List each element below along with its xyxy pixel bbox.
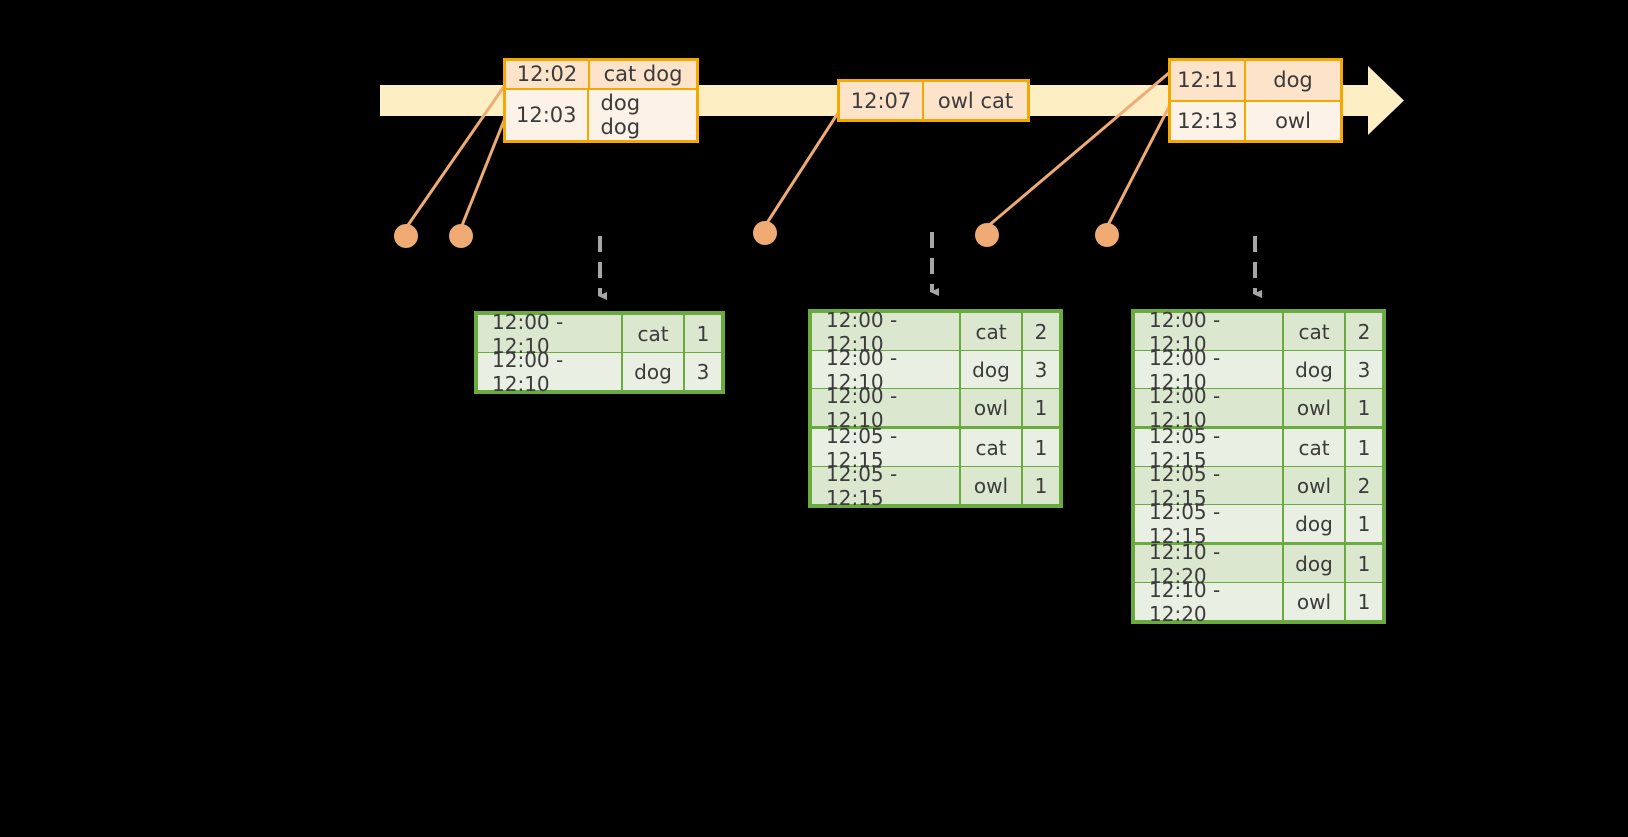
dashed-arrows bbox=[598, 232, 1262, 300]
cell-count: 3 bbox=[685, 353, 721, 390]
cell-word: owl bbox=[1284, 583, 1344, 620]
cell-word: cat bbox=[961, 313, 1021, 350]
cell-word: dog bbox=[961, 351, 1021, 388]
event-row: 12:02 cat dog bbox=[506, 61, 696, 88]
cell-count: 1 bbox=[1346, 505, 1382, 542]
cell-word: cat bbox=[623, 315, 683, 352]
event-words: owl cat bbox=[937, 88, 1014, 113]
cell-count: 1 bbox=[1346, 389, 1382, 426]
cell-window: 12:00 - 12:10 bbox=[1135, 384, 1282, 432]
cell-window: 12:10 - 12:20 bbox=[1135, 578, 1282, 626]
cell-count: 3 bbox=[1023, 351, 1059, 388]
event-row: 12:07 owl cat bbox=[840, 82, 1027, 119]
cell-window: 12:10 - 12:20 bbox=[1135, 540, 1282, 588]
event-words: cat dog bbox=[603, 62, 683, 87]
cell-word: owl bbox=[1284, 467, 1344, 504]
event-dot-1 bbox=[394, 224, 418, 248]
event-words: dog dog bbox=[600, 90, 641, 139]
cell-window: 12:00 - 12:10 bbox=[812, 384, 959, 432]
event-words: owl bbox=[1275, 108, 1311, 133]
cell-count: 1 bbox=[1023, 467, 1059, 504]
cell-word: cat bbox=[961, 429, 1021, 466]
cell-window: 12:00 - 12:10 bbox=[812, 308, 959, 356]
connector-5 bbox=[1105, 104, 1172, 228]
cell-window: 12:05 - 12:15 bbox=[1135, 424, 1282, 472]
cell-word: owl bbox=[961, 467, 1021, 504]
event-time: 12:11 bbox=[1171, 61, 1246, 100]
event-row: 12:03 dog dog bbox=[506, 87, 696, 140]
cell-window: 12:05 - 12:15 bbox=[812, 424, 959, 472]
cell-count: 3 bbox=[1346, 351, 1382, 388]
cell-word: owl bbox=[1284, 389, 1344, 426]
cell-count: 1 bbox=[685, 315, 721, 352]
cell-window: 12:00 - 12:10 bbox=[812, 346, 959, 394]
cell-word: dog bbox=[1284, 545, 1344, 582]
cell-word: dog bbox=[623, 353, 683, 390]
event-dot-5 bbox=[1095, 223, 1119, 247]
event-time: 12:02 bbox=[506, 61, 590, 88]
event-row: 12:11 dog bbox=[1171, 61, 1340, 100]
cell-window: 12:00 - 12:10 bbox=[478, 310, 621, 358]
cell-count: 1 bbox=[1023, 389, 1059, 426]
cell-word: cat bbox=[1284, 313, 1344, 350]
event-dots bbox=[394, 221, 1119, 248]
connector-2 bbox=[459, 117, 507, 229]
cell-window: 12:05 - 12:15 bbox=[812, 462, 959, 510]
event-group-2[interactable]: 12:07 owl cat bbox=[837, 79, 1030, 122]
cell-word: dog bbox=[1284, 351, 1344, 388]
cell-count: 1 bbox=[1346, 583, 1382, 620]
connector-1 bbox=[404, 84, 507, 229]
event-group-3[interactable]: 12:11 dog 12:13 owl bbox=[1168, 58, 1343, 143]
event-dot-2 bbox=[449, 224, 473, 248]
event-words: dog bbox=[1273, 68, 1313, 93]
cell-word: dog bbox=[1284, 505, 1344, 542]
event-time: 12:03 bbox=[506, 89, 589, 140]
event-dot-3 bbox=[753, 221, 777, 245]
cell-window: 12:00 - 12:10 bbox=[1135, 308, 1282, 356]
cell-window: 12:05 - 12:15 bbox=[1135, 462, 1282, 510]
cell-count: 2 bbox=[1023, 313, 1059, 350]
event-time: 12:07 bbox=[840, 82, 924, 119]
event-time: 12:13 bbox=[1171, 101, 1246, 140]
cell-count: 1 bbox=[1346, 429, 1382, 466]
cell-word: cat bbox=[1284, 429, 1344, 466]
cell-count: 2 bbox=[1346, 467, 1382, 504]
cell-window: 12:00 - 12:10 bbox=[478, 348, 621, 396]
cell-count: 1 bbox=[1023, 429, 1059, 466]
event-group-1[interactable]: 12:02 cat dog 12:03 dog dog bbox=[503, 58, 699, 143]
cell-window: 12:00 - 12:10 bbox=[1135, 346, 1282, 394]
cell-count: 1 bbox=[1346, 545, 1382, 582]
cell-word: owl bbox=[961, 389, 1021, 426]
event-dot-4 bbox=[975, 223, 999, 247]
connector-3 bbox=[763, 112, 840, 227]
cell-count: 2 bbox=[1346, 313, 1382, 350]
cell-window: 12:05 - 12:15 bbox=[1135, 500, 1282, 548]
event-row: 12:13 owl bbox=[1171, 99, 1340, 140]
